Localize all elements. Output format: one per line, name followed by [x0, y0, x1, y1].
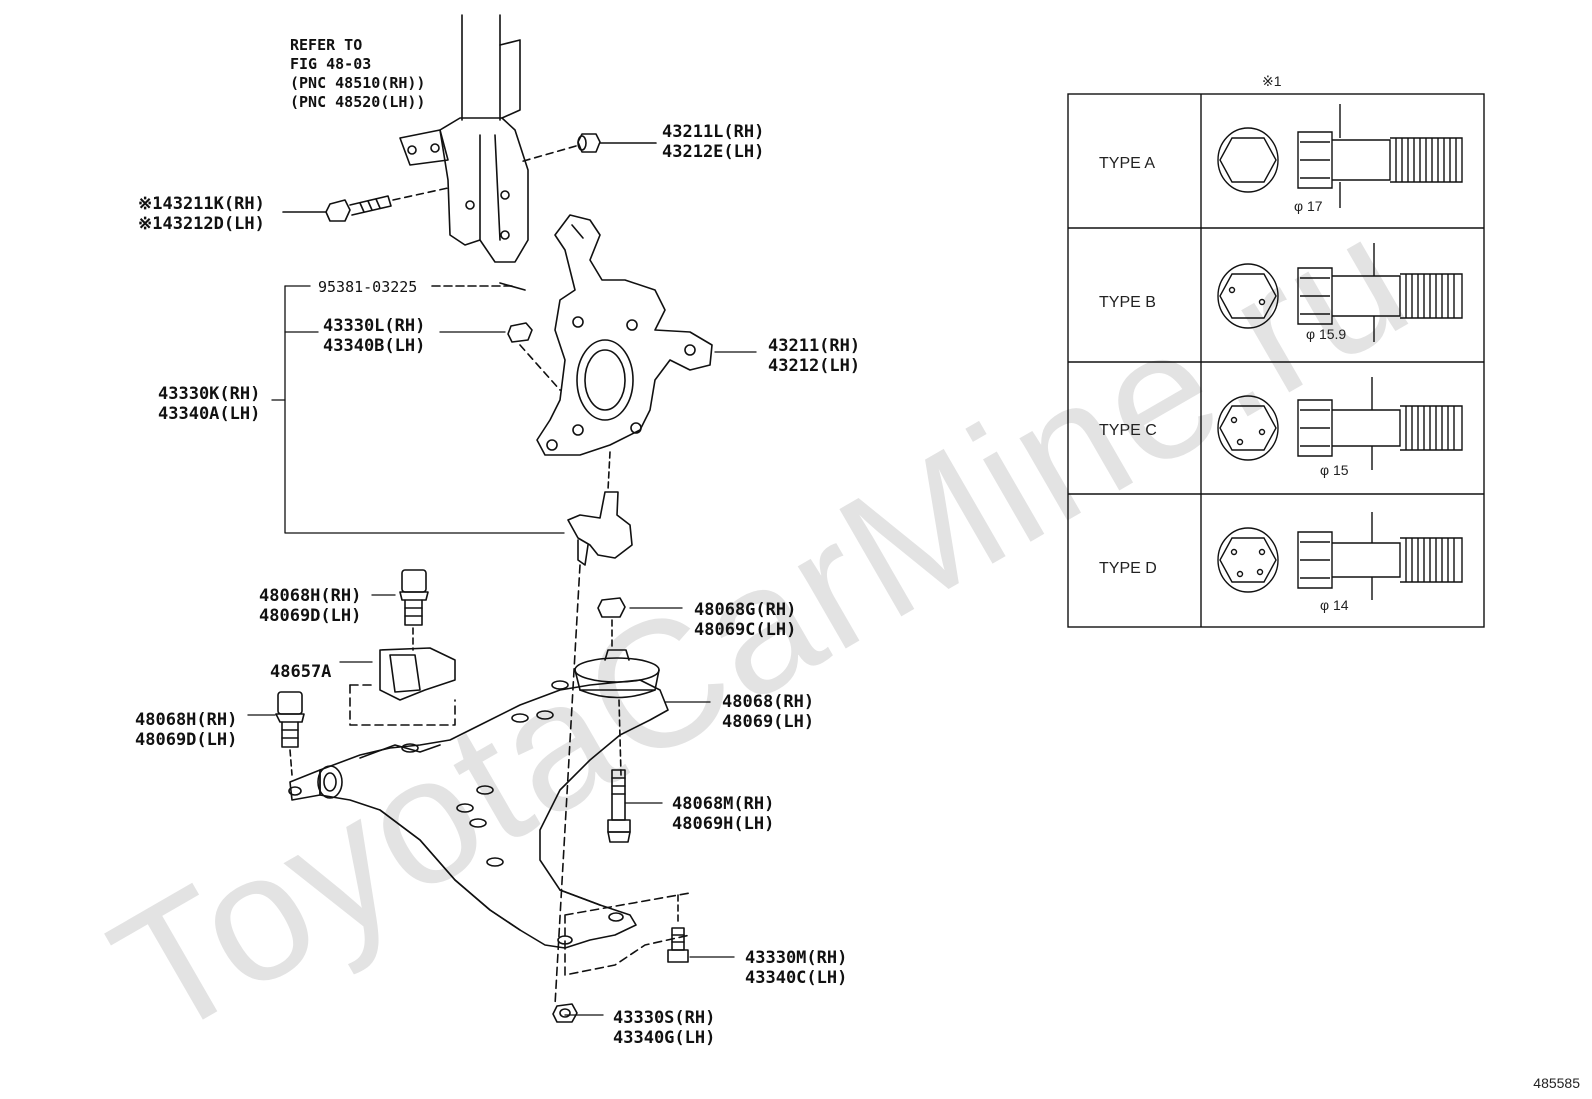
bolt-48068M-drawing: [607, 699, 631, 843]
type-a-diameter: φ 17: [1294, 198, 1323, 214]
label-43330M[interactable]: 43330M(RH) 43340C(LH): [745, 948, 848, 988]
label-48657A[interactable]: 48657A: [270, 662, 332, 682]
label-95381[interactable]: 95381-03225: [318, 278, 418, 296]
label-43330S[interactable]: 43330S(RH) 43340G(LH): [613, 1008, 716, 1048]
bolt-43211K-drawing: [282, 187, 449, 222]
label-48068M[interactable]: 48068M(RH) 48069H(LH): [672, 794, 775, 834]
type-a-label: TYPE A: [1099, 155, 1156, 172]
type-c-diameter: φ 15: [1320, 462, 1349, 478]
label-48068H-top[interactable]: 48068H(RH) 48069D(LH): [259, 586, 362, 626]
ball-joint-drawing: [567, 451, 633, 566]
label-48068H-left[interactable]: 48068H(RH) 48069D(LH): [135, 710, 238, 750]
label-48068[interactable]: 48068(RH) 48069(LH): [722, 692, 815, 732]
nut-43211L-drawing: [519, 133, 657, 163]
bolt-48068H-left-drawing: [275, 691, 305, 776]
type-c-label: TYPE C: [1099, 422, 1157, 439]
bolt-48068H-top-drawing: [399, 569, 429, 651]
bracket-48657A-drawing: [349, 647, 456, 726]
refer-to-note: REFER TO FIG 48-03 (PNC 48510(RH)) (PNC …: [290, 36, 426, 111]
nut-43330S-drawing: [552, 1003, 578, 1023]
type-b-label: TYPE B: [1099, 294, 1156, 311]
type-table-drawing: [1067, 93, 1485, 628]
type-b-diameter: φ 15.9: [1306, 326, 1347, 342]
label-48068G[interactable]: 48068G(RH) 48069C(LH): [694, 600, 797, 640]
label-43211K[interactable]: ※143211K(RH) ※143212D(LH): [138, 194, 265, 234]
bolt-43330M-drawing: [564, 892, 691, 976]
bushing-drawing: [574, 649, 660, 699]
knuckle-drawing: [536, 214, 713, 456]
label-43211[interactable]: 43211(RH) 43212(LH): [768, 336, 861, 376]
type-table-header-mark: ※1: [1262, 73, 1282, 89]
label-43330K[interactable]: 43330K(RH) 43340A(LH): [158, 384, 261, 424]
reference-code: 485585: [1533, 1075, 1580, 1091]
label-43211L[interactable]: 43211L(RH) 43212E(LH): [662, 122, 765, 162]
type-d-label: TYPE D: [1099, 560, 1157, 577]
type-d-diameter: φ 14: [1320, 597, 1349, 613]
strut-drawing: [399, 14, 529, 263]
label-43330L[interactable]: 43330L(RH) 43340B(LH): [323, 316, 426, 356]
nut-43330L-drawing: [507, 322, 561, 391]
lower-arm-drawing: [288, 679, 669, 949]
leader-lines: [247, 285, 757, 1016]
nut-48068G-drawing: [597, 597, 626, 651]
